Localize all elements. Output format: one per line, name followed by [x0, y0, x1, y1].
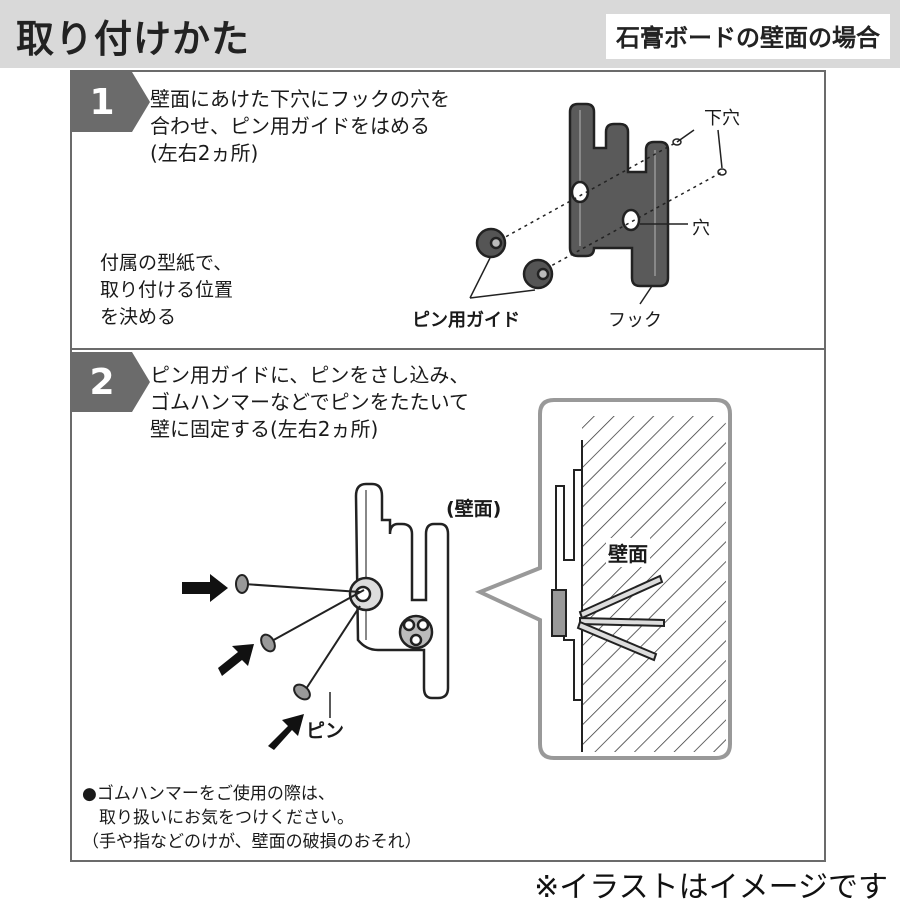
pin-guide-label: ピン用ガイド — [412, 310, 520, 331]
hammer-direction-arrows — [182, 574, 304, 750]
pins — [235, 574, 365, 701]
caution-note: ●ゴムハンマーをご使用の際は、 取り扱いにお気をつけください。 （手や指などのけ… — [82, 782, 422, 854]
step-2-number: 2 — [72, 352, 150, 412]
instruction-frame — [70, 70, 826, 862]
pin-label: ピン — [306, 720, 345, 742]
alignment-lines — [499, 141, 723, 273]
hook-illustration-1 — [568, 102, 670, 288]
step-1-leaders — [469, 129, 723, 305]
wall-label: 壁面 — [606, 538, 650, 567]
caution-line-2: 取り扱いにお気をつけください。 — [82, 808, 354, 828]
page-subtitle: 石膏ボードの壁面の場合 — [606, 14, 890, 59]
step-1-side-note: 付属の型紙で、 取り付ける位置 を決める — [100, 252, 234, 328]
caution-line-1: ●ゴムハンマーをご使用の際は、 — [82, 784, 335, 804]
step-2-instruction: ピン用ガイドに、ピンをさし込み、 ゴムハンマーなどでピンをたたいて 壁に固定する… — [150, 363, 470, 441]
step-1-instruction: 壁面にあけた下穴にフックの穴を 合わせ、ピン用ガイドをはめる (左右2ヵ所) — [150, 87, 450, 165]
hook-label: フック — [608, 310, 662, 331]
step-divider — [70, 348, 826, 350]
illustration-disclaimer: ※イラストはイメージです — [534, 870, 888, 905]
pin-guide-parts — [475, 227, 554, 290]
page-title: 取り付けかた — [16, 17, 251, 61]
pilot-hole-label: 下穴 — [704, 108, 740, 129]
pilot-holes — [672, 138, 727, 176]
hole-label: 穴 — [692, 218, 710, 239]
caution-line-3: （手や指などのけが、壁面の破損のおそれ） — [82, 832, 422, 852]
hook-illustration-2 — [348, 482, 450, 700]
header-bar: 取り付けかた 石膏ボードの壁面の場合 — [0, 0, 900, 68]
wall-paren-label: (壁面) — [446, 498, 502, 520]
step-1-number: 1 — [72, 72, 150, 132]
zoom-callout — [474, 398, 732, 760]
